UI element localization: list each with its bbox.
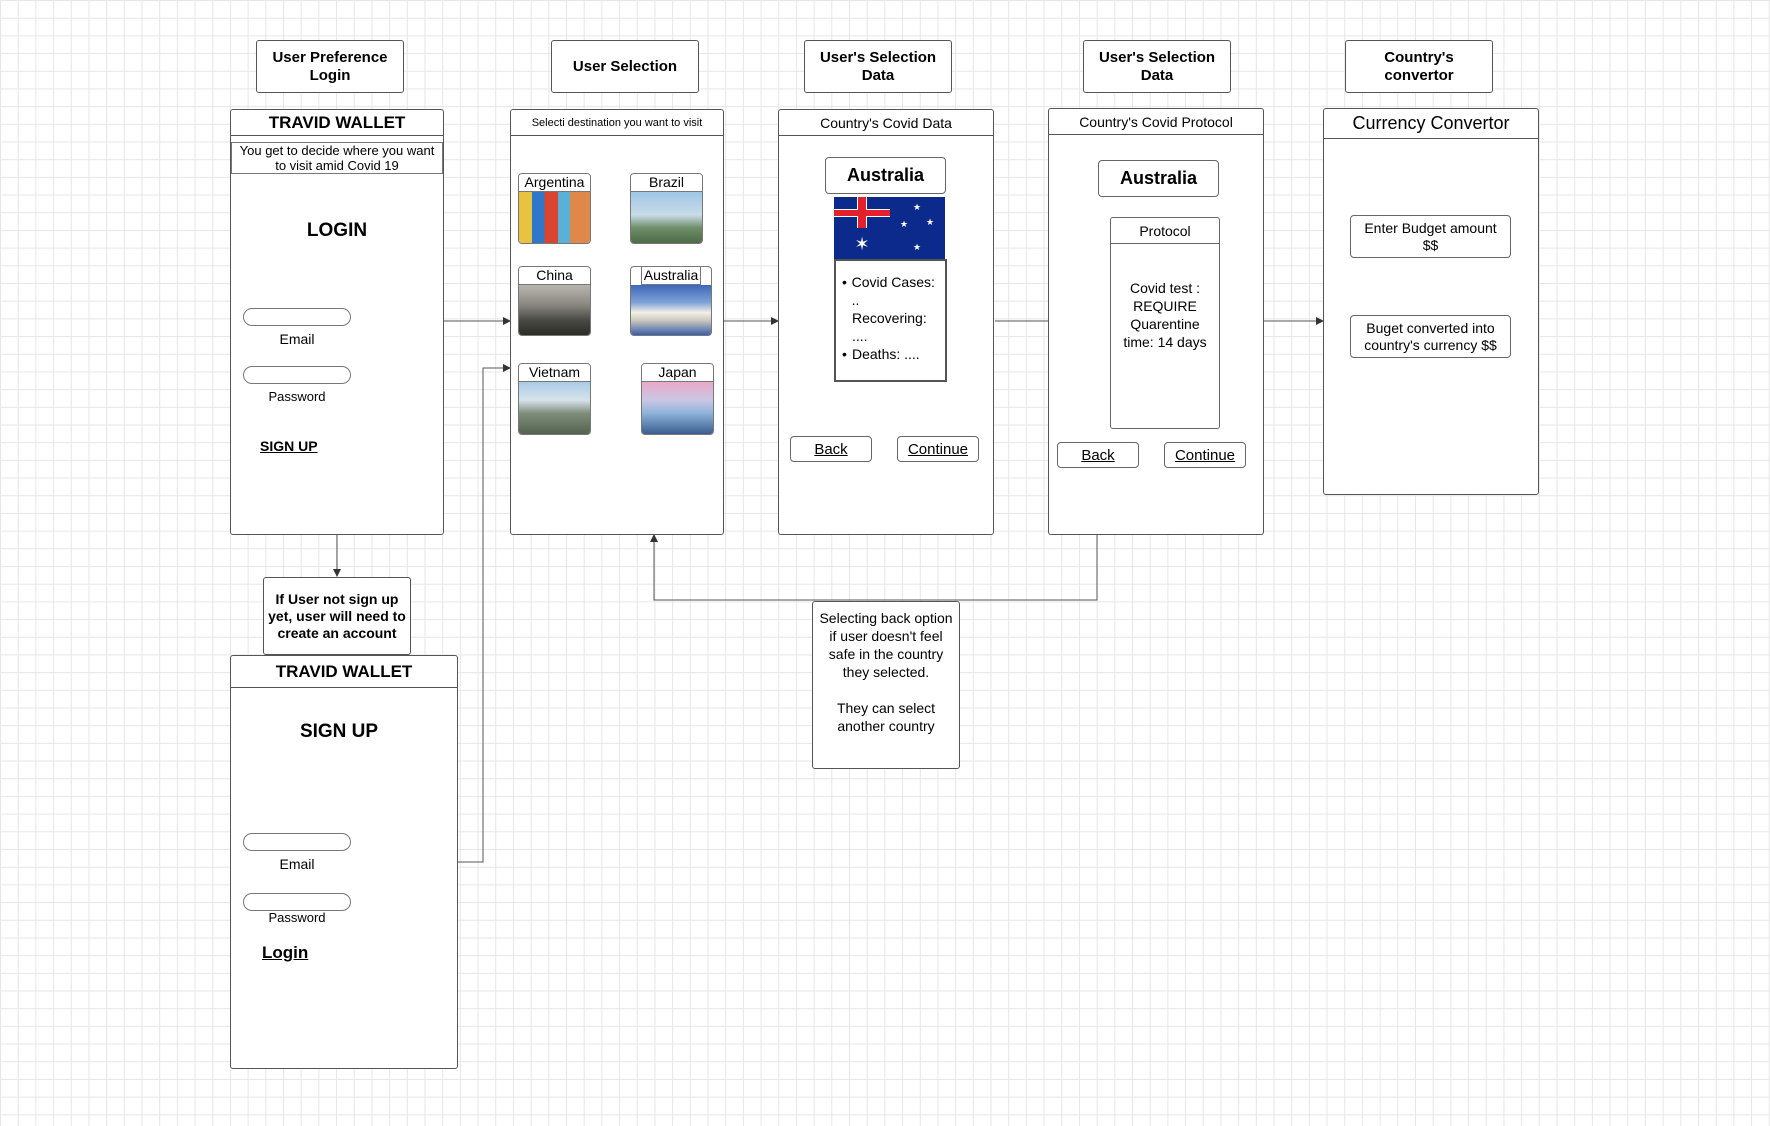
signup-password-label: Password [268,910,326,925]
header-selection-data-2-text: User's Selection Data [1098,48,1216,84]
covid-cases-item: •Covid Cases: .. [842,273,943,309]
currency-screen: Currency Convertor Enter Budget amount $… [1323,108,1539,495]
deaths-text: Deaths: .... [852,346,920,362]
signup-password-input[interactable] [243,893,351,911]
signup-email-input[interactable] [243,833,351,851]
header-selection-text: User Selection [572,57,678,75]
login-link[interactable]: Login [262,943,309,962]
country-card-brazil[interactable]: Brazil [630,173,703,244]
country-label-australia: Australia [641,267,701,285]
signup-title: TRAVID WALLET [231,656,457,688]
protocol-card-title: Protocol [1111,218,1219,244]
login-heading: LOGIN [249,216,425,246]
country-label-brazil: Brazil [631,174,702,192]
continue-button[interactable]: Continue [897,436,979,462]
email-label: Email [279,331,315,347]
brazil-image [631,192,702,243]
currency-title: Currency Convertor [1324,109,1538,139]
back-note-spacer [817,681,955,699]
deaths-item: •Deaths: .... [842,346,920,362]
australia-flag-icon: ✶ ★ ★ ★ ★ [834,197,945,259]
signup-screen: TRAVID WALLET SIGN UP Email Password Log… [230,655,458,1069]
header-login-text: User Preference Login [272,48,388,84]
login-subtitle: You get to decide where you want to visi… [231,142,443,174]
budget-input[interactable]: Enter Budget amount $$ [1350,215,1511,258]
back-button[interactable]: Back [790,436,872,462]
protocol-screen: Country's Covid Protocol Australia Proto… [1048,108,1264,535]
vietnam-image [519,382,590,434]
header-selection-data-2: User's Selection Data [1083,40,1231,93]
protocol-screen-title: Country's Covid Protocol [1049,109,1263,135]
signup-heading: SIGN UP [299,721,379,742]
header-convertor-text: Country's convertor [1384,48,1454,84]
login-screen: TRAVID WALLET You get to decide where yo… [230,109,444,535]
svg-text:★: ★ [913,243,921,253]
protocol-back-button[interactable]: Back [1057,442,1139,468]
country-card-china[interactable]: China [518,266,591,336]
country-label-argentina: Argentina [519,174,590,192]
recovering-text: Recovering: .... [852,310,927,344]
signup-note: If User not sign up yet, user will need … [263,577,411,655]
destination-screen: Selecti destination you want to visit Ar… [510,109,724,535]
svg-text:★: ★ [926,218,934,228]
password-input[interactable] [243,366,351,384]
converted-amount: Buget converted into country's currency … [1350,315,1511,358]
country-label-japan: Japan [642,364,713,382]
signup-link[interactable]: SIGN UP [260,438,318,454]
covid-cases-text: Covid Cases: .. [851,274,935,308]
country-card-australia[interactable]: Australia [630,266,712,336]
svg-text:✶: ✶ [854,234,869,255]
header-login: User Preference Login [256,40,404,93]
signup-email-label: Email [279,856,315,872]
country-label-china: China [519,267,590,285]
login-title: TRAVID WALLET [231,110,443,136]
svg-text:★: ★ [913,203,921,213]
back-note-line1: Selecting back option if user doesn't fe… [819,610,953,680]
destination-title: Selecti destination you want to visit [511,110,723,136]
country-card-japan[interactable]: Japan [641,363,714,435]
header-convertor: Country's convertor [1345,40,1493,93]
email-input[interactable] [243,308,351,326]
password-label: Password [268,389,326,404]
covid-data-title: Country's Covid Data [779,110,993,136]
japan-image [642,382,713,434]
protocol-card-text: Covid test : REQUIRE Quarentine time: 14… [1123,280,1207,350]
protocol-continue-button[interactable]: Continue [1164,442,1246,468]
country-label-vietnam: Vietnam [519,364,590,382]
recovering-item: Recovering: .... [842,309,943,345]
china-image [519,285,590,335]
protocol-country-name: Australia [1098,160,1219,197]
header-selection-data-1: User's Selection Data [804,40,952,93]
header-selection: User Selection [551,40,699,93]
back-option-note: Selecting back option if user doesn't fe… [812,601,960,769]
country-card-argentina[interactable]: Argentina [518,173,591,244]
header-selection-data-1-text: User's Selection Data [819,48,937,84]
country-card-vietnam[interactable]: Vietnam [518,363,591,435]
australia-image [631,285,711,335]
covid-data-screen: Country's Covid Data Australia ✶ ★ ★ ★ ★… [778,109,994,535]
argentina-image [519,192,590,243]
back-note-line2: They can select another country [836,700,936,734]
protocol-card: Protocol Covid test : REQUIRE Quarentine… [1110,217,1220,429]
svg-text:★: ★ [900,220,908,230]
covid-stats-list: •Covid Cases: .. Recovering: .... •Death… [834,259,947,382]
covid-country-name: Australia [825,157,946,194]
